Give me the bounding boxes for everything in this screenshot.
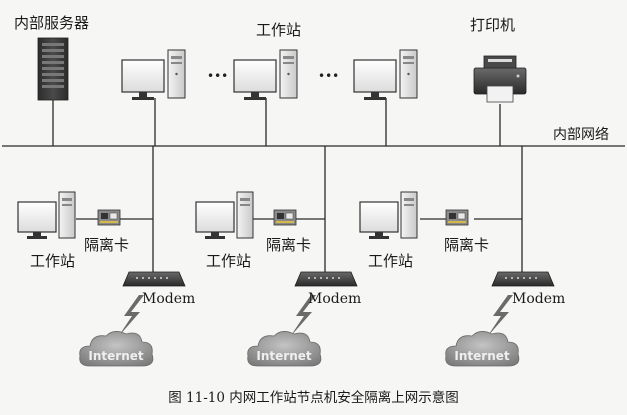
ellipsis-2: ••• (318, 69, 339, 83)
top-workstation-1-icon (121, 49, 186, 100)
printer-icon (473, 55, 527, 103)
node2-workstation-label: 工作站 (206, 252, 252, 270)
node3-workstation-label: 工作站 (368, 252, 414, 270)
node2-internet-cloud-icon (247, 331, 322, 367)
node2-internet-label: Internet (256, 349, 311, 363)
node3-modem-icon (491, 271, 555, 287)
node1-modem-icon (122, 271, 186, 287)
node1-isolation-card-icon (97, 209, 121, 226)
node1-internet-label: Internet (88, 349, 143, 363)
node1-card-label: 隔离卡 (84, 236, 130, 254)
node3-internet-cloud-icon (445, 331, 520, 367)
printer-label: 打印机 (470, 16, 516, 34)
node3-card-label: 隔离卡 (444, 236, 490, 254)
node1-workstation-label: 工作站 (30, 252, 76, 270)
node2-modem-label: Modem (308, 291, 362, 307)
top-workstation-label: 工作站 (256, 21, 302, 39)
node2-lightning-icon (290, 295, 316, 337)
node1-lightning-icon (118, 295, 144, 337)
node2-card-label: 隔离卡 (266, 236, 312, 254)
top-workstation-2-icon (233, 49, 298, 100)
node2-modem-icon (294, 271, 358, 287)
node3-modem-label: Modem (512, 291, 566, 307)
server-label: 内部服务器 (14, 14, 90, 32)
node2-isolation-card-icon (273, 209, 297, 226)
node2-workstation-icon (195, 191, 254, 239)
ellipsis-1: ••• (207, 69, 228, 83)
network-lines (2, 98, 625, 272)
figure-caption: 图 11-10 内网工作站节点机安全隔离上网示意图 (168, 390, 459, 406)
network-label: 内部网络 (553, 127, 609, 143)
node1-internet-cloud-icon (79, 331, 154, 367)
node3-lightning-icon (487, 295, 513, 337)
server-icon (37, 37, 69, 101)
node3-isolation-card-icon (445, 209, 469, 226)
top-workstation-3-icon (353, 49, 418, 100)
node3-workstation-icon (359, 191, 418, 239)
node3-internet-label: Internet (454, 349, 509, 363)
node1-workstation-icon (17, 191, 76, 239)
node1-modem-label: Modem (142, 291, 196, 307)
